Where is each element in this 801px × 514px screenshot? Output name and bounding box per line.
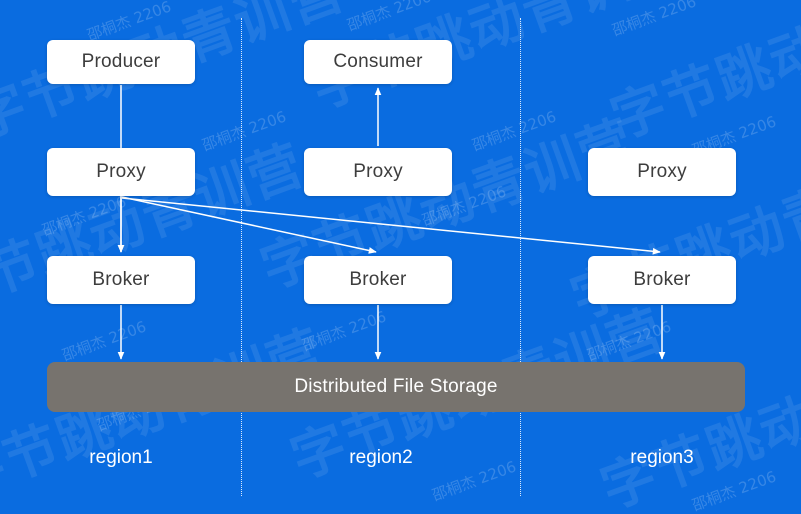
node-proxy-region3[interactable]: Proxy xyxy=(588,148,736,196)
watermark-small: 邵桐杰 2206 xyxy=(344,0,434,35)
region-label-region1: region1 xyxy=(41,447,201,469)
watermark-small: 邵桐杰 2206 xyxy=(199,107,289,155)
node-broker-region1[interactable]: Broker xyxy=(47,256,195,304)
node-label: Producer xyxy=(81,51,161,72)
node-producer-region1[interactable]: Producer xyxy=(47,40,195,84)
edge-proxy1-to-broker3 xyxy=(121,197,661,255)
node-broker-region3[interactable]: Broker xyxy=(588,256,736,304)
node-label: Proxy xyxy=(353,161,403,182)
region-label-region3: region3 xyxy=(582,447,742,469)
storage-label: Distributed File Storage xyxy=(294,376,498,397)
watermark-small: 邵桐杰 2206 xyxy=(609,0,699,40)
watermark-small: 邵桐杰 2206 xyxy=(59,317,149,365)
watermark-big: 字节跳动青训营 xyxy=(592,327,801,514)
region-divider-2 xyxy=(520,18,521,496)
watermark-small: 邵桐杰 2206 xyxy=(39,192,129,240)
node-label: Broker xyxy=(349,269,407,290)
node-label: Broker xyxy=(633,269,691,290)
node-label: Proxy xyxy=(96,161,146,182)
node-proxy-region1[interactable]: Proxy xyxy=(47,148,195,196)
watermark-small: 邵桐杰 2206 xyxy=(584,317,674,365)
watermark-big: 字节跳动青训营 xyxy=(602,0,801,151)
watermark-small: 邵桐杰 2206 xyxy=(689,467,779,514)
node-proxy-region2[interactable]: Proxy xyxy=(304,148,452,196)
watermark-small: 邵桐杰 2206 xyxy=(469,107,559,155)
node-label: Consumer xyxy=(333,51,423,72)
node-label: Proxy xyxy=(637,161,687,182)
node-label: Broker xyxy=(92,269,150,290)
node-broker-region2[interactable]: Broker xyxy=(304,256,452,304)
watermark-small: 邵桐杰 2206 xyxy=(84,0,174,45)
watermark-small: 邵桐杰 2206 xyxy=(299,307,389,355)
region-label-region2: region2 xyxy=(301,447,461,469)
node-consumer-region2[interactable]: Consumer xyxy=(304,40,452,84)
edge-proxy1-to-broker2 xyxy=(121,196,377,254)
region-label-text: region3 xyxy=(630,447,694,468)
region-divider-1 xyxy=(241,18,242,496)
region-label-text: region2 xyxy=(349,447,413,468)
node-distributed-file-storage[interactable]: Distributed File Storage xyxy=(47,362,745,412)
region-label-text: region1 xyxy=(89,447,153,468)
